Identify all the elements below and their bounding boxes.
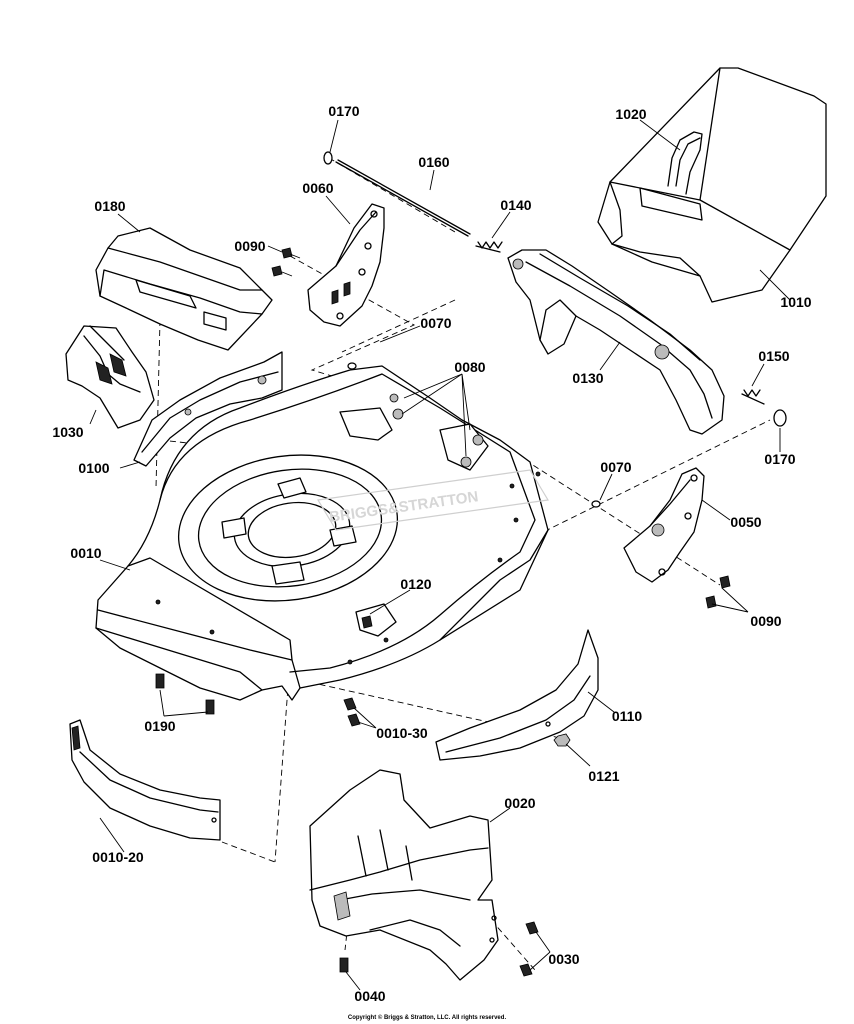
- label-0100: 0100: [78, 460, 109, 476]
- cap-0170-right: [773, 409, 787, 427]
- label-0070-top: 0070: [420, 315, 451, 331]
- copyright-notice: Copyright © Briggs & Stratton, LLC. All …: [348, 1014, 507, 1021]
- part-labels: 0170 0160 0140 0060 1020 0180 0090 0070 …: [52, 103, 811, 1004]
- label-0180: 0180: [94, 198, 125, 214]
- label-0140: 0140: [500, 197, 531, 213]
- rod-0160: [335, 161, 469, 237]
- label-1020: 1020: [615, 106, 646, 122]
- spring-0150: [741, 389, 765, 405]
- front-skirt: [69, 719, 221, 841]
- label-0060: 0060: [302, 180, 333, 196]
- label-0121: 0121: [588, 768, 619, 784]
- label-0160: 0160: [418, 154, 449, 170]
- mulch-plug: [65, 325, 155, 429]
- label-1010: 1010: [780, 294, 811, 310]
- label-0170-right: 0170: [764, 451, 795, 467]
- label-0040: 0040: [354, 988, 385, 1004]
- label-0030: 0030: [548, 951, 579, 967]
- label-0010: 0010: [70, 545, 101, 561]
- label-1030: 1030: [52, 424, 83, 440]
- discharge-chute: [309, 769, 499, 981]
- label-0090-top: 0090: [234, 238, 265, 254]
- fastener-0120: [361, 615, 373, 629]
- washer-0070-right: [591, 500, 601, 508]
- bolts-0010-30: [343, 697, 361, 727]
- label-0070-right: 0070: [600, 459, 631, 475]
- grass-bag: [597, 67, 827, 303]
- label-0130: 0130: [572, 370, 603, 386]
- label-0150: 0150: [758, 348, 789, 364]
- side-skirt: [435, 629, 599, 761]
- bolts-0030: [519, 921, 539, 977]
- washer-0170-top: [323, 151, 333, 165]
- label-0010-20: 0010-20: [92, 849, 144, 865]
- label-0110: 0110: [612, 708, 643, 724]
- mower-deck: [95, 365, 549, 701]
- bolts-0090-right: [705, 575, 731, 609]
- handle-bracket-left: [307, 203, 385, 327]
- label-0010-30: 0010-30: [376, 725, 428, 741]
- nut-0121: [553, 733, 571, 747]
- leader-lines: [89, 119, 791, 991]
- label-0170-top: 0170: [328, 103, 359, 119]
- label-0120: 0120: [400, 576, 431, 592]
- handle-assembly: [507, 249, 725, 435]
- label-0090-right: 0090: [750, 613, 781, 629]
- bolts-0090-top: [271, 247, 301, 277]
- rear-flap: [133, 351, 283, 467]
- washer-0070-top: [347, 362, 357, 370]
- spring-0140: [475, 241, 503, 253]
- front-cover: [95, 227, 273, 351]
- label-0050: 0050: [730, 514, 761, 530]
- bolts-0190: [155, 673, 215, 715]
- label-0080: 0080: [454, 359, 485, 375]
- label-0190: 0190: [144, 718, 175, 734]
- label-0020: 0020: [504, 795, 535, 811]
- handle-bracket-right: [623, 467, 705, 583]
- bolt-0040: [339, 957, 349, 973]
